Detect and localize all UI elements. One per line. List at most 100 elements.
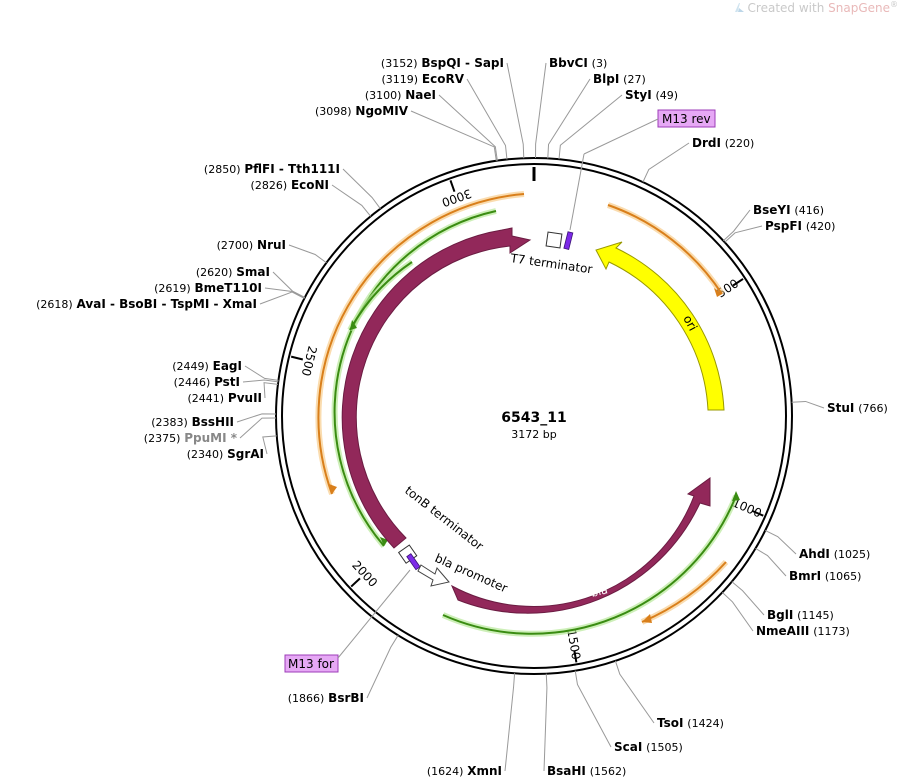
site-label: TsoI (1424)	[657, 716, 724, 730]
feature-ori	[595, 241, 725, 411]
site-label: StyI (49)	[625, 88, 678, 102]
site-name: BbvCI	[549, 56, 588, 70]
site-leader	[239, 417, 277, 439]
tick-mark-2000	[350, 577, 361, 588]
site-bgli: BglI (1145)	[767, 608, 834, 622]
site-bsshii: (2383) BssHII	[151, 415, 234, 429]
site-leader	[731, 581, 765, 616]
site-position: (2618)	[36, 298, 73, 311]
site-name: NmeAIII	[756, 624, 809, 638]
feature-bla-promoter-label: bla promoter	[433, 551, 510, 595]
site-position: (416)	[794, 204, 824, 217]
site-leader	[574, 670, 612, 748]
site-styi: StyI (49)	[625, 88, 678, 102]
site-position: (3119)	[382, 73, 419, 86]
site-leader	[342, 168, 381, 210]
site-position: (3152)	[381, 57, 418, 70]
site-leader	[558, 94, 623, 160]
site-leader	[244, 365, 279, 381]
site-label: BsaHI (1562)	[547, 764, 626, 778]
site-leader	[259, 291, 305, 305]
snapgene-logo-icon	[734, 3, 744, 12]
site-label: (1624) XmnI	[427, 764, 502, 778]
site-name: BspQI - SapI	[421, 56, 504, 70]
primer-m13-for-leader	[337, 569, 411, 659]
site-leader	[272, 271, 306, 298]
site-position: (3100)	[365, 89, 402, 102]
site-position: (1866)	[288, 692, 325, 705]
site-label: (2619) BmeT110I	[154, 281, 262, 295]
site-tsoi: TsoI (1424)	[657, 716, 724, 730]
site-leader	[642, 142, 690, 183]
orange-arcs	[315, 191, 729, 625]
site-label: (2850) PflFI - Tth111I	[204, 162, 340, 176]
site-position: (2620)	[196, 266, 233, 279]
site-name: BmeT110I	[195, 281, 263, 295]
site-avai: (2618) AvaI - BsoBI - TspMI - XmaI	[36, 297, 257, 311]
site-bmet110i: (2619) BmeT110I	[154, 281, 262, 295]
site-name: AhdI	[799, 547, 830, 561]
site-name: EagI	[213, 359, 242, 373]
site-name: StuI	[827, 401, 854, 415]
site-position: (1562)	[590, 765, 627, 778]
site-name: EcoRV	[422, 72, 465, 86]
green-arc-outer-left	[333, 210, 497, 547]
primer-tag-m13-for: M13 for	[288, 657, 334, 671]
site-stui: StuI (766)	[827, 401, 888, 415]
site-leader	[724, 225, 763, 243]
site-leader	[242, 379, 279, 383]
site-label: PspFI (420)	[765, 219, 835, 233]
site-position: (3)	[592, 57, 608, 70]
site-leader	[366, 635, 399, 699]
snapgene-watermark: Created with SnapGene®	[734, 0, 898, 15]
site-ppumi: (2375) PpuMI *	[144, 431, 238, 445]
site-leader	[543, 673, 548, 772]
site-label: (2618) AvaI - BsoBI - TspMI - XmaI	[36, 297, 257, 311]
site-label: (3100) NaeI	[365, 88, 436, 102]
site-name: AvaI - BsoBI - TspMI - XmaI	[77, 297, 257, 311]
site-name: BsrBI	[328, 691, 364, 705]
site-position: (2383)	[151, 416, 188, 429]
site-name: BmrI	[789, 569, 821, 583]
plasmid-backbone	[275, 157, 793, 675]
site-name: NaeI	[405, 88, 436, 102]
feature-ori-label: ori	[680, 313, 700, 333]
orange-arc-left	[317, 193, 525, 495]
site-leader	[723, 209, 751, 242]
site-label: (1866) BsrBI	[288, 691, 364, 705]
primer-tag-m13-rev: M13 rev	[662, 112, 711, 126]
site-nmeaiii: NmeAIII (1173)	[756, 624, 850, 638]
tick-mark-500	[732, 278, 744, 287]
site-label: (2375) PpuMI *	[144, 431, 238, 445]
site-label: (3119) EcoRV	[382, 72, 465, 86]
site-leader	[755, 547, 787, 577]
site-name: NgoMIV	[355, 104, 408, 118]
site-position: (766)	[858, 402, 888, 415]
watermark-registered: ®	[890, 0, 898, 9]
site-leader	[288, 244, 327, 264]
site-name: SmaI	[236, 265, 270, 279]
primer-m13-rev-leader	[583, 118, 659, 155]
site-position: (3098)	[315, 105, 352, 118]
site-label: NmeAIII (1173)	[756, 624, 850, 638]
site-position: (1145)	[797, 609, 834, 622]
site-label: (2700) NruI	[217, 238, 286, 252]
site-position: (1424)	[687, 717, 724, 730]
site-ngomiv: (3098) NgoMIV	[315, 104, 409, 118]
site-bsrbi: (1866) BsrBI	[288, 691, 364, 705]
site-label: (3152) BspQI - SapI	[381, 56, 504, 70]
orange-arrow-left	[329, 484, 337, 494]
site-label: ScaI (1505)	[614, 740, 683, 754]
green-arc-bottom	[442, 495, 737, 635]
site-name: PstI	[214, 375, 240, 389]
site-ahdi: AhdI (1025)	[799, 547, 870, 561]
site-label: AhdI (1025)	[799, 547, 870, 561]
orange-arrow-bottom	[642, 614, 652, 623]
watermark-brand: SnapGene	[828, 1, 890, 15]
site-label: (2826) EcoNI	[251, 178, 329, 192]
site-pvuii: (2441) PvuII	[188, 391, 263, 405]
site-pflfi: (2850) PflFI - Tth111I	[204, 162, 340, 176]
site-leader	[791, 400, 825, 409]
site-position: (220)	[725, 137, 755, 150]
